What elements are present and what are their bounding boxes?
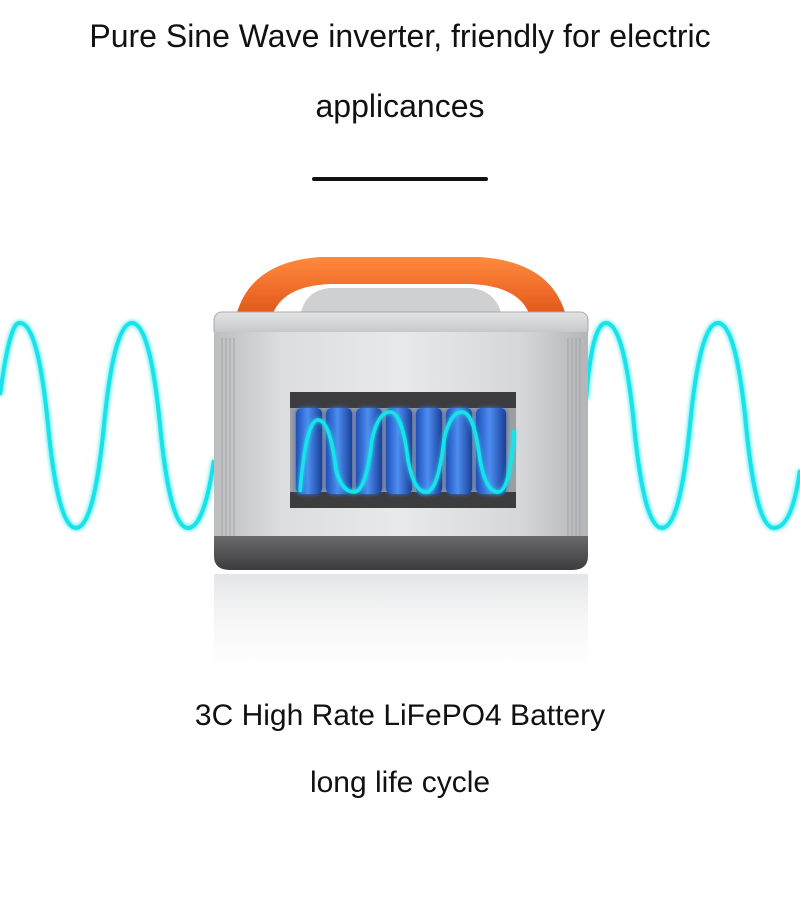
carry-handle — [236, 257, 566, 316]
title-divider — [312, 177, 488, 181]
sine-wave-left — [0, 320, 216, 531]
sine-wave-right — [584, 320, 800, 531]
battery-caption: 3C High Rate LiFePO4 Battery — [194, 699, 606, 732]
headline-line-2: applicances — [315, 88, 485, 124]
product-reflection — [214, 574, 588, 688]
power-station-base — [214, 536, 588, 570]
sine-wave-battery — [298, 410, 516, 494]
product-illustration — [0, 257, 800, 688]
headline-line-1: Pure Sine Wave inverter, friendly for el… — [89, 18, 711, 54]
cycle-caption: long life cycle — [309, 766, 491, 799]
